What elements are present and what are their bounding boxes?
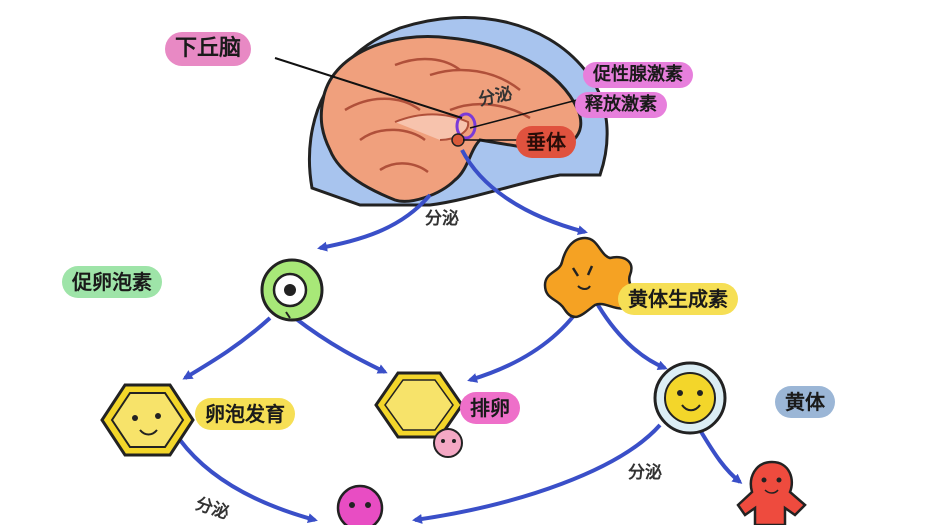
lh-star-cell: [543, 236, 635, 319]
ovulation-hexagon: [374, 371, 464, 458]
label-corpus-luteum: 黄体: [775, 386, 835, 418]
hormone-figure-red: [736, 460, 807, 525]
fsh-cell: [260, 258, 324, 322]
corpus-luteum-cell: [653, 361, 727, 435]
label-hypothalamus: 下丘脑: [165, 32, 252, 66]
follicle-hexagon: [100, 383, 195, 457]
label-lh: 黄体生成素: [618, 283, 738, 315]
label-ovulation: 排卵: [460, 392, 520, 424]
label-grh-line1: 促性腺激素: [583, 62, 693, 88]
label-fsh: 促卵泡素: [62, 266, 162, 298]
arrow-label-secrete-pituitary: 分泌: [425, 209, 459, 229]
arrow-label-secrete-luteum: 分泌: [628, 463, 662, 483]
hormone-figure-pink: [336, 484, 384, 525]
label-follicle-development: 卵泡发育: [195, 398, 295, 430]
label-grh-line2: 释放激素: [575, 92, 667, 118]
label-pituitary: 垂体: [516, 126, 576, 158]
